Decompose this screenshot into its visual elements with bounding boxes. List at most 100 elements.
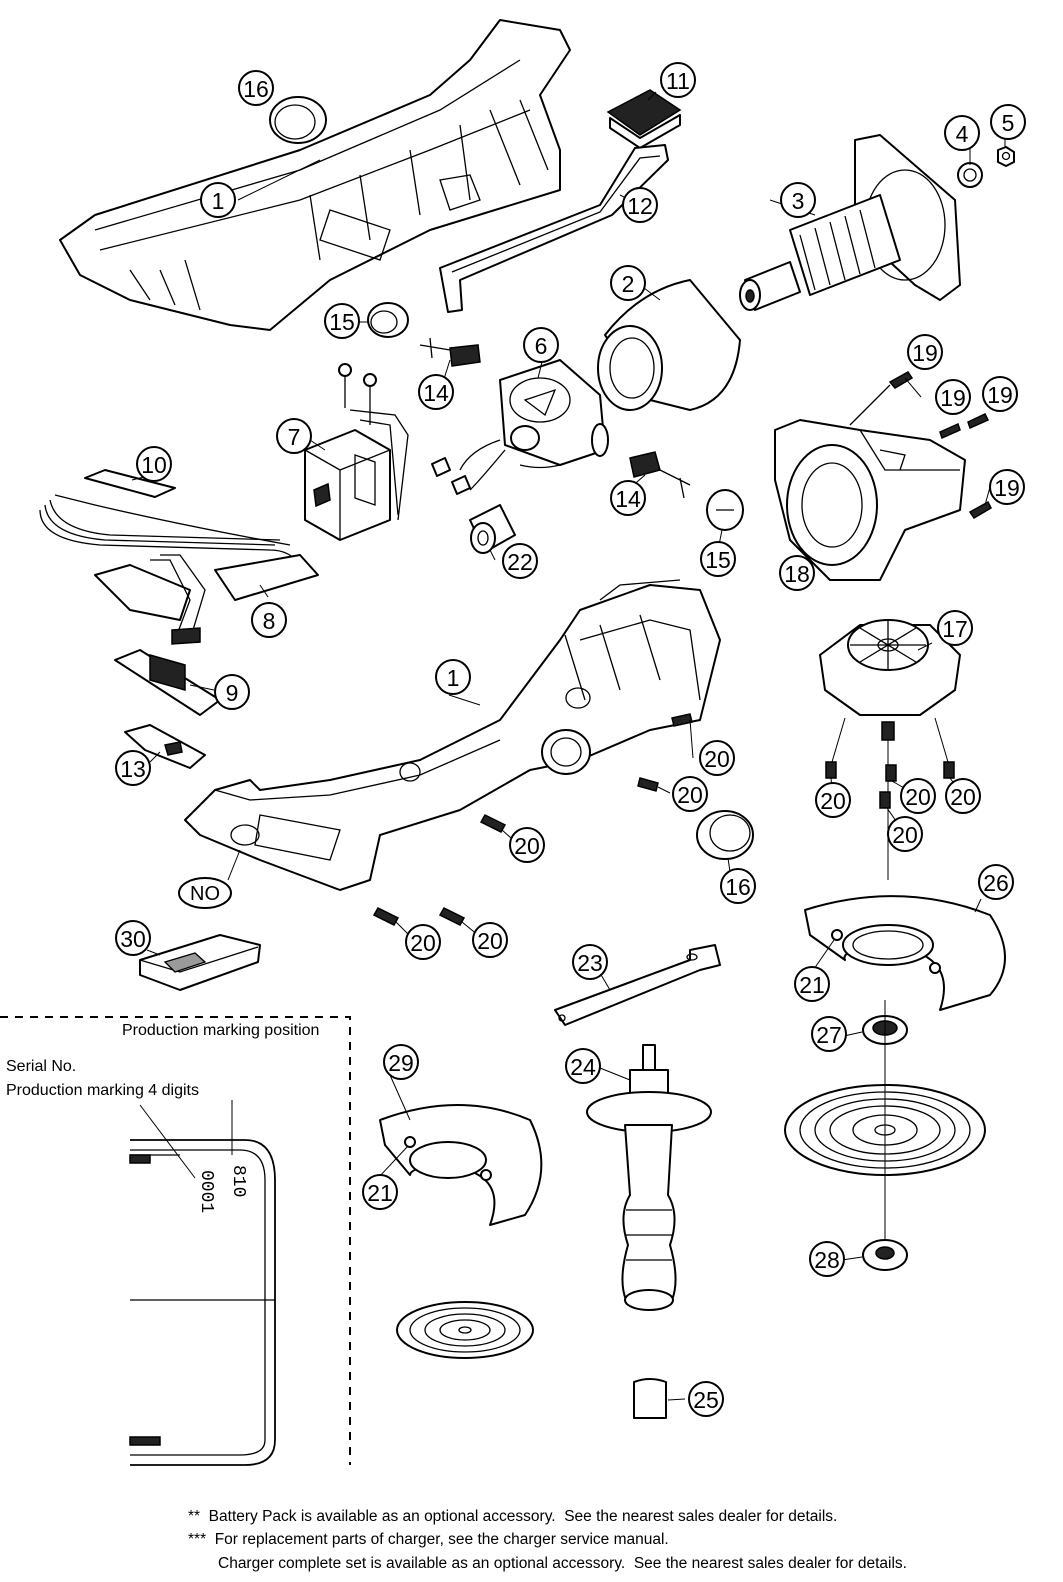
housing-half-upper bbox=[59, 19, 571, 331]
controller-board bbox=[39, 494, 319, 645]
callout-2: 2 bbox=[610, 265, 646, 301]
callout-11: 11 bbox=[660, 62, 696, 98]
callout-18: 18 bbox=[779, 555, 815, 591]
callout-24: 24 bbox=[565, 1048, 601, 1084]
callout-29: 29 bbox=[383, 1044, 419, 1080]
svg-text:12: 12 bbox=[627, 193, 653, 219]
screw-20-h bbox=[372, 907, 400, 926]
callout-20h: 20 bbox=[405, 924, 441, 960]
callout-20e: 20 bbox=[900, 778, 936, 814]
callout-15a: 15 bbox=[324, 303, 360, 339]
screw-20-f bbox=[637, 777, 659, 792]
armature bbox=[739, 134, 961, 311]
svg-text:20: 20 bbox=[477, 928, 503, 954]
svg-text:20: 20 bbox=[677, 782, 703, 808]
callout-26: 26 bbox=[978, 864, 1014, 900]
hex-nut bbox=[997, 146, 1015, 167]
svg-text:6: 6 bbox=[535, 333, 548, 359]
carbon-brush-upper bbox=[419, 337, 481, 367]
svg-text:16: 16 bbox=[243, 76, 269, 102]
callout-20g: 20 bbox=[887, 816, 923, 852]
svg-text:20: 20 bbox=[892, 822, 918, 848]
callout-20a: 20 bbox=[699, 740, 735, 776]
battery-terminal-cover bbox=[139, 934, 261, 991]
svg-text:14: 14 bbox=[615, 486, 641, 512]
callout-19a: 19 bbox=[907, 334, 943, 370]
note-battery-pack: ** Battery Pack is available as an optio… bbox=[188, 1508, 838, 1525]
switch-button bbox=[606, 89, 682, 149]
screw-20-b bbox=[885, 764, 897, 782]
svg-text:25: 25 bbox=[693, 1387, 719, 1413]
svg-text:16: 16 bbox=[725, 874, 751, 900]
callout-1b: 1 bbox=[435, 659, 471, 695]
screw-19-b bbox=[939, 422, 961, 440]
label-plate bbox=[84, 469, 176, 498]
svg-text:8: 8 bbox=[263, 608, 276, 634]
callout-16a: 16 bbox=[238, 70, 274, 106]
lock-nut-wrench bbox=[554, 944, 721, 1026]
svg-text:13: 13 bbox=[120, 756, 146, 782]
svg-text:23: 23 bbox=[577, 950, 603, 976]
svg-text:20: 20 bbox=[704, 746, 730, 772]
callout-10: 10 bbox=[136, 446, 172, 482]
callout-19c: 19 bbox=[982, 376, 1018, 412]
wheel-guard bbox=[804, 895, 1006, 1011]
svg-text:20: 20 bbox=[514, 833, 540, 859]
production-marking-digits-label: Production marking 4 digits bbox=[6, 1082, 199, 1099]
callout-27: 27 bbox=[811, 1016, 847, 1052]
svg-text:1: 1 bbox=[447, 665, 460, 691]
svg-text:24: 24 bbox=[570, 1054, 596, 1080]
housing-half-lower bbox=[184, 579, 721, 891]
svg-text:30: 30 bbox=[120, 926, 146, 952]
svg-text:4: 4 bbox=[956, 121, 969, 147]
callout-20b: 20 bbox=[672, 776, 708, 812]
callout-23: 23 bbox=[572, 944, 608, 980]
callout-20d: 20 bbox=[815, 782, 851, 818]
spacer-sleeve bbox=[469, 504, 516, 554]
callout-25: 25 bbox=[688, 1381, 724, 1417]
callout-22: 22 bbox=[502, 543, 538, 579]
callout-no: NO bbox=[178, 877, 232, 909]
screw-20-i bbox=[438, 907, 466, 926]
note-charger-set: Charger complete set is available as an … bbox=[218, 1555, 907, 1572]
switch-unit bbox=[304, 363, 409, 541]
svg-text:14: 14 bbox=[423, 380, 449, 406]
bevel-gear-assembly bbox=[819, 619, 961, 880]
marking-0001: 0001 bbox=[196, 1170, 216, 1214]
svg-text:28: 28 bbox=[814, 1247, 840, 1273]
screw-20-e bbox=[671, 713, 693, 727]
callout-13: 13 bbox=[115, 750, 151, 786]
svg-text:1: 1 bbox=[212, 188, 225, 214]
callout-16b: 16 bbox=[720, 868, 756, 904]
lock-nut bbox=[862, 1239, 908, 1271]
carbon-brush-lower bbox=[629, 451, 691, 499]
svg-text:19: 19 bbox=[987, 382, 1013, 408]
svg-text:15: 15 bbox=[329, 309, 355, 335]
svg-text:20: 20 bbox=[410, 930, 436, 956]
callout-21b: 21 bbox=[362, 1174, 398, 1210]
svg-text:21: 21 bbox=[799, 972, 825, 998]
screw-20-c bbox=[943, 761, 955, 779]
terminal-cover bbox=[124, 724, 206, 769]
svg-text:22: 22 bbox=[507, 549, 533, 575]
connector-plate bbox=[114, 649, 221, 716]
svg-text:20: 20 bbox=[950, 784, 976, 810]
ring-cap-lower bbox=[696, 810, 754, 860]
callout-3: 3 bbox=[780, 182, 816, 218]
callout-20c: 20 bbox=[509, 827, 545, 863]
ring-cap-top bbox=[269, 96, 327, 144]
callout-20i: 20 bbox=[472, 922, 508, 958]
brush-holder-cap-lower bbox=[706, 489, 744, 531]
callout-19d: 19 bbox=[989, 469, 1025, 505]
serial-no-label: Serial No. bbox=[6, 1058, 77, 1075]
svg-text:7: 7 bbox=[288, 424, 301, 450]
svg-text:15: 15 bbox=[705, 547, 731, 573]
svg-text:26: 26 bbox=[983, 870, 1009, 896]
optional-wheel-guard bbox=[379, 1104, 543, 1226]
callout-21a: 21 bbox=[794, 966, 830, 1002]
production-marking-inset bbox=[0, 1016, 351, 1466]
marking-810: 810 bbox=[228, 1165, 248, 1198]
screw-20-g bbox=[479, 814, 507, 833]
svg-text:20: 20 bbox=[905, 784, 931, 810]
callout-9: 9 bbox=[214, 674, 250, 710]
